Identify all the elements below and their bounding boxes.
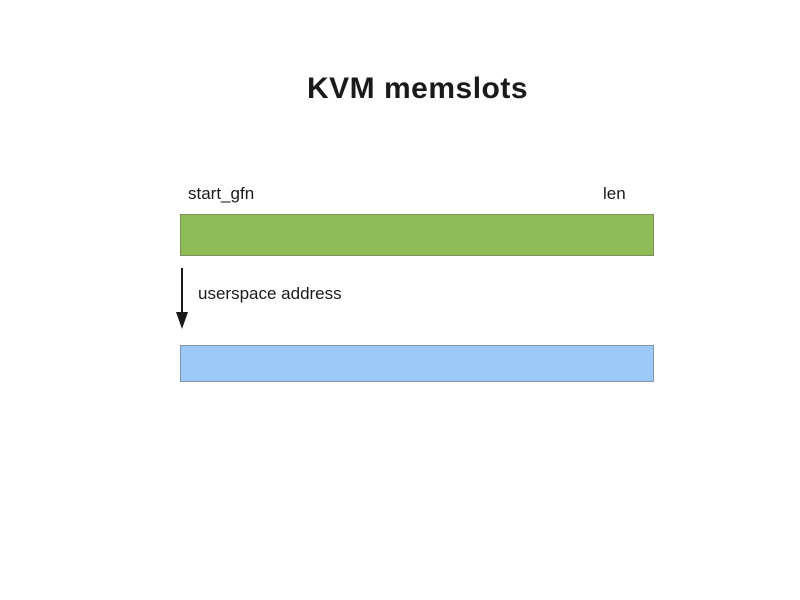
userspace-address-bar: [180, 345, 654, 382]
gfn-memslot-bar: [180, 214, 654, 256]
len-label: len: [603, 184, 626, 203]
page-title: KVM memslots: [306, 72, 529, 105]
down-arrow-icon: [176, 268, 188, 330]
arrow-shaft: [181, 268, 183, 314]
userspace-address-label: userspace address: [198, 284, 342, 303]
start-gfn-label: start_gfn: [188, 184, 255, 203]
arrow-head: [176, 312, 188, 329]
